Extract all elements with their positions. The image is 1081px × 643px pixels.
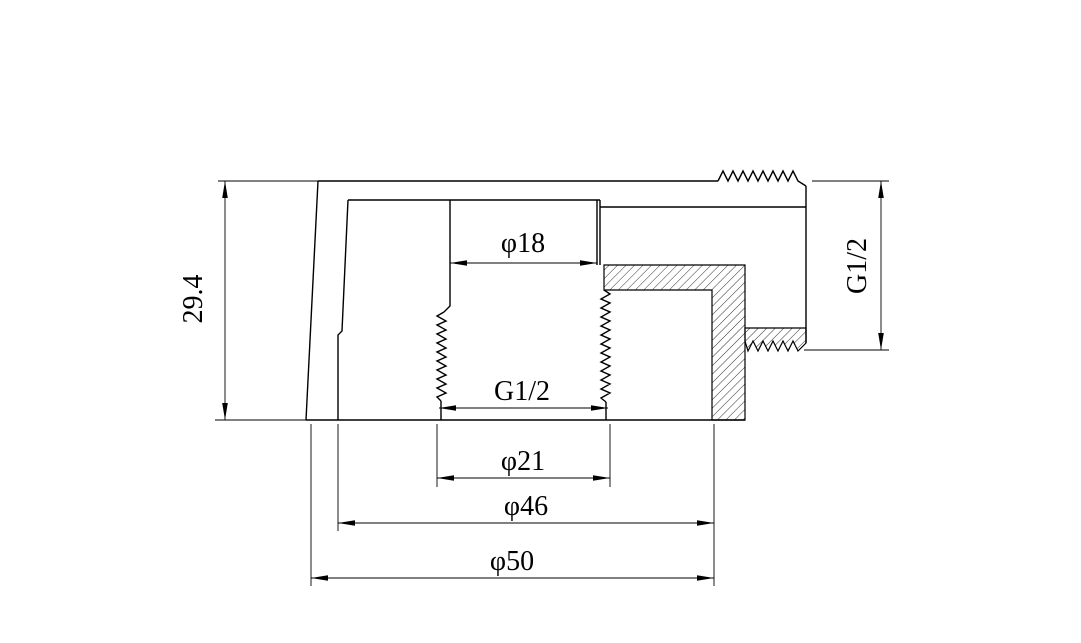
arrowhead-right bbox=[591, 405, 608, 411]
arrowhead-right bbox=[697, 520, 714, 526]
dim-base-label: φ50 bbox=[490, 546, 534, 577]
left-inner-edge bbox=[337, 199, 349, 420]
male-thread-top bbox=[717, 169, 807, 187]
arrowhead-up bbox=[222, 181, 228, 198]
dim-height: 29.4 bbox=[178, 180, 318, 421]
arrowhead-left bbox=[437, 475, 454, 481]
female-thread-left bbox=[435, 311, 448, 420]
section-body-hatch bbox=[603, 264, 746, 421]
arrowhead-left bbox=[338, 520, 355, 526]
arrowhead-right bbox=[697, 575, 714, 581]
dim-flange-diameter: φ46 bbox=[337, 424, 714, 531]
arrowhead-up bbox=[878, 181, 884, 198]
dim-center-thread-label: G1/2 bbox=[494, 376, 550, 407]
dim-side-thread: G1/2 bbox=[804, 180, 889, 351]
section-hatching bbox=[603, 264, 807, 421]
bore-wall-left bbox=[443, 200, 451, 313]
female-thread-right bbox=[599, 289, 612, 420]
section-male-wall-hatch bbox=[744, 327, 807, 353]
dim-thread-major-label: φ21 bbox=[501, 446, 545, 477]
arrowhead-left bbox=[311, 575, 328, 581]
dim-height-label: 29.4 bbox=[178, 275, 209, 324]
part-outline bbox=[305, 180, 807, 421]
dim-bore-label: φ18 bbox=[501, 228, 545, 259]
dim-bore-diameter: φ18 bbox=[450, 228, 597, 266]
thread-zigzag bbox=[435, 311, 448, 402]
thread-zigzag bbox=[599, 289, 612, 403]
arrowhead-left bbox=[439, 405, 456, 411]
thread-zigzag bbox=[717, 169, 807, 187]
left-outer-edge bbox=[305, 180, 319, 421]
arrowhead-right bbox=[593, 475, 610, 481]
dim-base-diameter: φ50 bbox=[310, 424, 715, 586]
arrowhead-left bbox=[450, 260, 467, 266]
arrowhead-right bbox=[580, 260, 597, 266]
arrowhead-down bbox=[878, 333, 884, 350]
dim-side-thread-label: G1/2 bbox=[842, 238, 873, 294]
dim-flange-label: φ46 bbox=[504, 491, 548, 522]
arrowhead-down bbox=[222, 403, 228, 420]
dim-center-thread: G1/2 bbox=[439, 376, 608, 411]
dim-thread-major: φ21 bbox=[436, 424, 611, 487]
